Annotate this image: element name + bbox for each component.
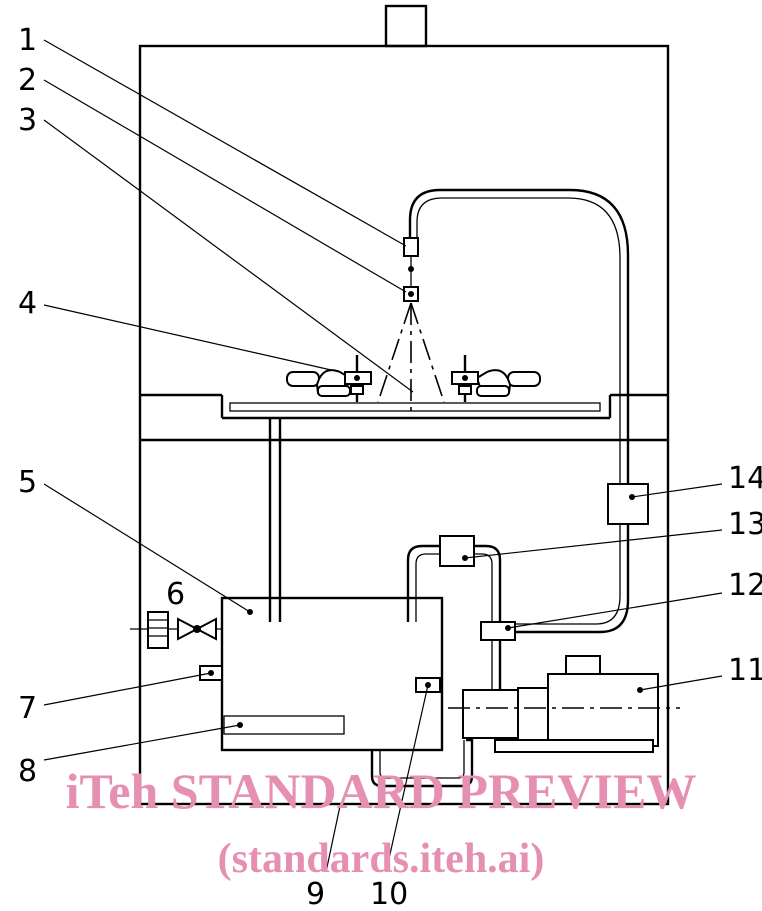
leader-lines (43, 39, 723, 873)
pump-motor (448, 655, 680, 753)
exhaust-duct (384, 4, 428, 48)
watermark-line-1: iTeh STANDARD PREVIEW (66, 763, 697, 819)
spray-cone (377, 302, 445, 412)
callout-13: 13 (728, 507, 762, 542)
pressure-gauge (480, 621, 516, 641)
pump-outlet-pipe (406, 535, 516, 690)
test-table (229, 402, 601, 412)
callout-5: 5 (18, 465, 37, 500)
callout-9: 9 (306, 877, 325, 911)
callout-7: 7 (18, 691, 37, 726)
callout-12: 12 (728, 568, 762, 603)
watermark-line-2: (standards.iteh.ai) (218, 836, 545, 882)
callout-1: 1 (18, 23, 37, 58)
specimen-holder-left (286, 355, 372, 402)
spray-supply-line (408, 188, 630, 634)
heater (223, 715, 345, 735)
callout-10: 10 (370, 877, 408, 911)
callout-4: 4 (18, 286, 37, 321)
nozzle-fitting (403, 237, 419, 257)
drain-valve (130, 611, 222, 649)
callout-14: 14 (728, 461, 762, 496)
drain-pipe (268, 418, 282, 622)
callout-11: 11 (728, 653, 762, 688)
flow-meter (439, 535, 475, 567)
callout-3: 3 (18, 103, 37, 138)
filter (607, 483, 649, 525)
partition-shelf (140, 393, 668, 442)
callout-8: 8 (18, 754, 37, 789)
callout-2: 2 (18, 63, 37, 98)
callout-6: 6 (166, 577, 185, 612)
suction-pipe (370, 738, 474, 788)
specimen-holder-right (451, 355, 541, 402)
